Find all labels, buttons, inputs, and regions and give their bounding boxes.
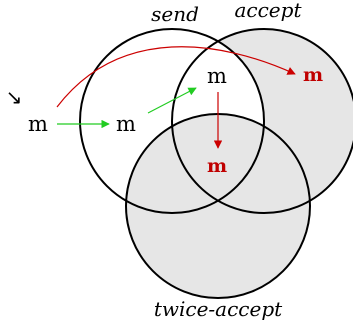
- send-label: send: [151, 2, 199, 26]
- message-accept-region: m: [303, 64, 323, 86]
- message-all-three: m: [207, 155, 227, 177]
- arrow-send-to-accept: [147, 87, 197, 114]
- message-send-accept: m: [207, 64, 227, 88]
- entry-arrow-icon: ↘: [6, 85, 23, 109]
- message-outside: m: [28, 112, 48, 136]
- message-send-only: m: [116, 112, 136, 136]
- arrow-outside-to-accept: [56, 46, 296, 108]
- accept-label: accept: [234, 0, 302, 22]
- twice-accept-label: twice-accept: [154, 297, 283, 321]
- send-circle: [79, 28, 265, 214]
- shaded-regions: [126, 29, 353, 298]
- arrows: [56, 46, 296, 149]
- accept-circle: [171, 28, 353, 214]
